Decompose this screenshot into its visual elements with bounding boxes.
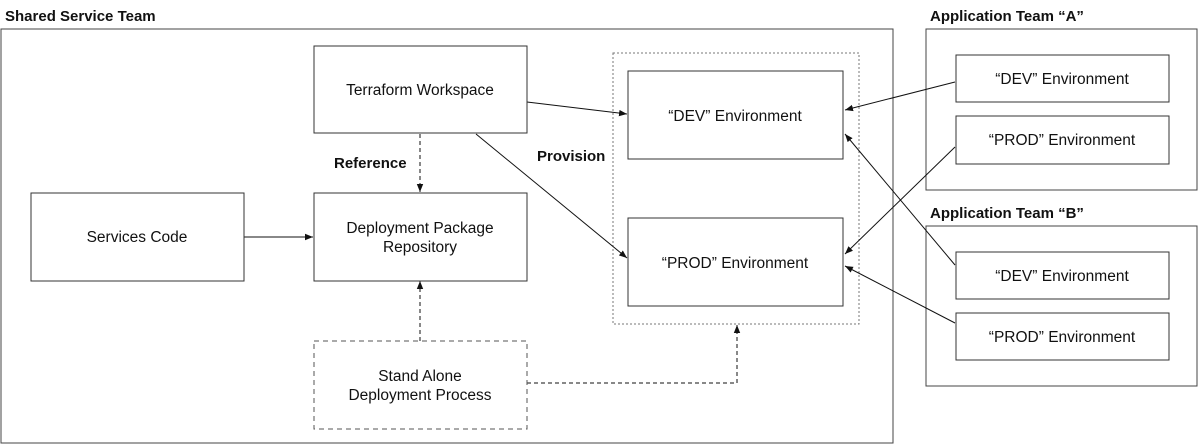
edge-team-a-dev-to-dev bbox=[844, 81, 956, 112]
group-application-team-b: Application Team “B” bbox=[925, 205, 1198, 387]
node-label-line-1: Deployment Package bbox=[346, 220, 493, 237]
node-label: “PROD” Environment bbox=[989, 132, 1136, 149]
node-label: Services Code bbox=[87, 229, 188, 246]
node-team-b-prod-environment: “PROD” Environment bbox=[955, 312, 1170, 361]
node-services-code: Services Code bbox=[30, 192, 245, 282]
node-team-a-prod-environment: “PROD” Environment bbox=[955, 115, 1170, 165]
node-prod-environment: “PROD” Environment bbox=[627, 217, 844, 307]
node-deployment-package-repository: Deployment Package Repository bbox=[313, 192, 528, 282]
environments-group bbox=[612, 52, 860, 325]
node-label: Terraform Workspace bbox=[346, 82, 494, 99]
edge-label-reference: Reference bbox=[334, 155, 407, 172]
edge-terraform-to-dev bbox=[526, 101, 628, 117]
group-title-application-team-b: Application Team “B” bbox=[930, 205, 1084, 222]
edge-team-a-prod-to-prod bbox=[844, 146, 956, 255]
group-title-application-team-a: Application Team “A” bbox=[930, 8, 1084, 25]
node-label-line-2: Deployment Process bbox=[348, 387, 491, 404]
edge-standalone-to-environments bbox=[527, 325, 741, 384]
edge-terraform-provision-prod bbox=[475, 133, 628, 259]
node-label-line-1: Stand Alone bbox=[378, 368, 462, 385]
edge-team-b-dev-to-dev bbox=[844, 133, 956, 266]
node-stand-alone-deployment-process: Stand Alone Deployment Process bbox=[313, 340, 528, 430]
edge-team-b-prod-to-prod bbox=[844, 265, 956, 324]
node-label: “PROD” Environment bbox=[662, 255, 809, 272]
node-label-line-2: Repository bbox=[383, 239, 457, 256]
node-label: “PROD” Environment bbox=[989, 329, 1136, 346]
group-application-team-a: Application Team “A” bbox=[925, 8, 1198, 191]
node-team-a-dev-environment: “DEV” Environment bbox=[955, 54, 1170, 103]
node-label: “DEV” Environment bbox=[995, 71, 1129, 88]
group-shared-service-team: Shared Service Team bbox=[0, 8, 894, 444]
node-dev-environment: “DEV” Environment bbox=[627, 70, 844, 160]
edge-label-provision: Provision bbox=[537, 148, 605, 165]
node-terraform-workspace: Terraform Workspace bbox=[313, 45, 528, 134]
node-label: “DEV” Environment bbox=[668, 108, 802, 125]
node-team-b-dev-environment: “DEV” Environment bbox=[955, 251, 1170, 300]
node-label: “DEV” Environment bbox=[995, 268, 1129, 285]
group-title-shared-service-team: Shared Service Team bbox=[5, 8, 156, 25]
